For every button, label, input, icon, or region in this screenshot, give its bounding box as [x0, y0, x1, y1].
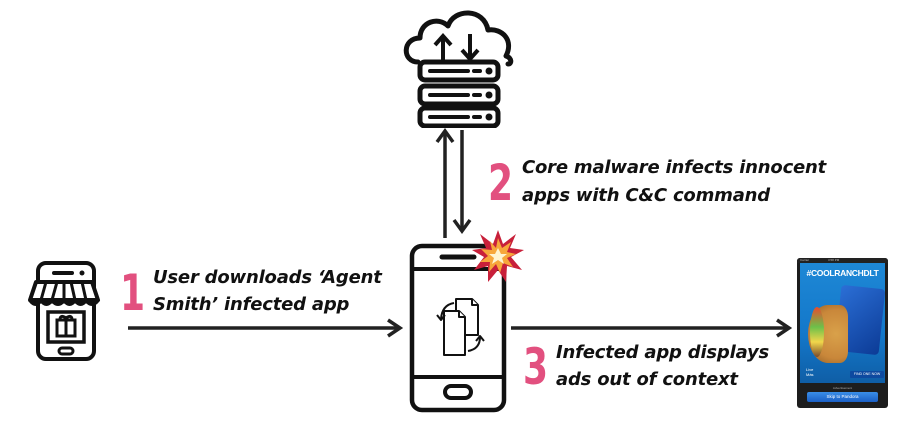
step-2-text-line1: Core malware infects innocent — [522, 157, 827, 178]
cloud-server-icon — [398, 4, 520, 128]
infection-burst-icon — [470, 228, 526, 284]
ad-screenshot: Carrier 3:58 PM #COOLRANCHDLT Live Más F… — [797, 258, 888, 408]
step-3-text-line1: Infected app displays — [556, 342, 770, 363]
step-1-text-line2: Smith’ infected app — [153, 294, 350, 315]
step-2-number: 2 — [488, 154, 514, 212]
find-one-now-button[interactable]: FIND ONE NOW — [850, 371, 884, 378]
arrow-phone-to-ad — [511, 318, 793, 338]
advertisement-label: Advertisement — [832, 386, 853, 390]
ad-hashtag: #COOLRANCHDLT — [806, 268, 879, 278]
app-store-icon — [24, 260, 104, 364]
arrow-store-to-phone — [128, 318, 404, 338]
step-3-number: 3 — [523, 338, 549, 396]
ad-status-bar: Carrier 3:58 PM — [797, 258, 888, 263]
step-1-text-line1: User downloads ‘Agent — [153, 267, 382, 288]
infected-phone-icon — [408, 243, 508, 413]
taco-fillings-image — [810, 307, 824, 357]
upload-arrow — [435, 128, 455, 240]
ad-status-time: 3:58 PM — [828, 258, 840, 262]
sync-documents-icon — [436, 298, 485, 356]
ad-banner[interactable]: #COOLRANCHDLT Live Más FIND ONE NOW — [800, 263, 886, 383]
step-3-text-line2: ads out of context — [556, 369, 738, 390]
download-arrow — [452, 128, 472, 234]
ad-brand-logo: Live Más — [806, 367, 814, 377]
skip-to-pandora-button[interactable]: Skip to Pandora — [807, 392, 878, 402]
step-1-number: 1 — [120, 264, 146, 322]
step-2-text-line2: apps with C&C command — [522, 185, 770, 206]
ad-status-carrier: Carrier — [800, 258, 810, 262]
